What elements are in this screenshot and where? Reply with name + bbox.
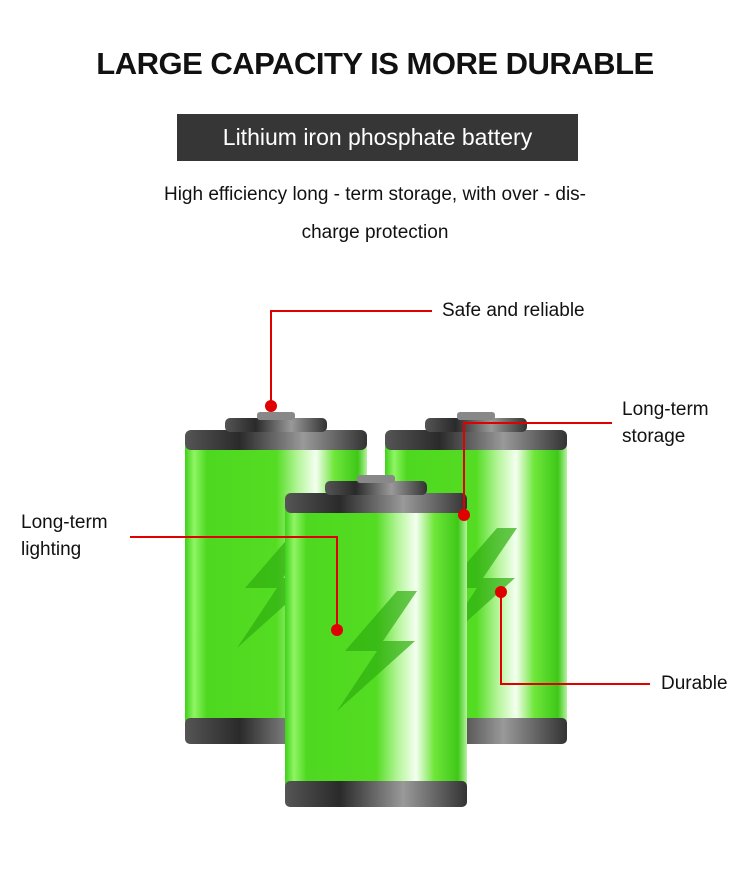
callout-lighting-2: lighting [21, 539, 82, 560]
battery-front [285, 475, 467, 807]
callout-storage-2: storage [622, 426, 686, 447]
callout-storage-1: Long-term [622, 399, 709, 420]
callout-dot-storage [458, 509, 470, 521]
callout-lines [130, 310, 650, 685]
callout-dot-durable [495, 586, 507, 598]
callout-safe-reliable: Safe and reliable [442, 300, 585, 321]
callout-dot-safe [265, 400, 277, 412]
callout-lighting-1: Long-term [21, 512, 108, 533]
callout-durable: Durable [661, 673, 728, 694]
subtitle-line-2: charge protection [301, 222, 449, 243]
subtitle-line-1: High efficiency long - term storage, wit… [163, 184, 587, 205]
callout-dot-lighting [331, 624, 343, 636]
battery-type-badge: Lithium iron phosphate battery [177, 114, 578, 161]
headline: LARGE CAPACITY IS MORE DURABLE [96, 46, 654, 81]
